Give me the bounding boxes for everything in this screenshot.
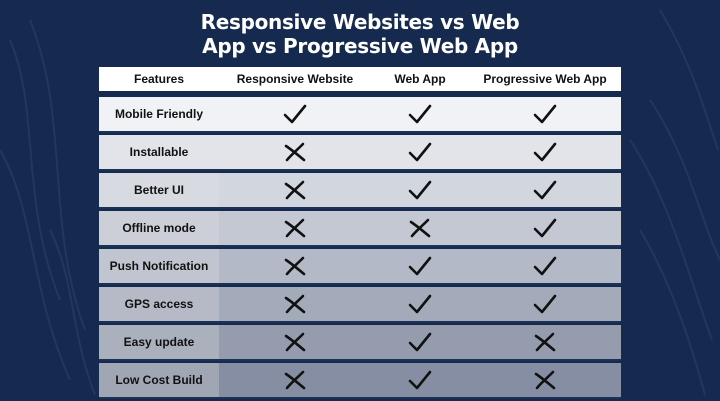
cell-responsive-website: [219, 287, 371, 321]
header-responsive-website: Responsive Website: [236, 72, 354, 86]
table-row: Low Cost Build: [99, 363, 621, 399]
header-features: Features: [133, 72, 185, 86]
feature-label: Installable: [99, 135, 219, 169]
cell-responsive-website: [219, 325, 371, 359]
cross-mark-icon: [282, 331, 308, 353]
cell-web-app: [371, 249, 469, 283]
feature-label: GPS access: [99, 287, 219, 321]
table-row: Better UI: [99, 173, 621, 209]
check-mark-icon: [532, 179, 558, 201]
table-row: Installable: [99, 135, 621, 171]
cell-responsive-website: [219, 249, 371, 283]
page-title: Responsive Websites vs Web App vs Progre…: [0, 10, 720, 58]
cell-progressive-web-app: [469, 249, 621, 283]
cell-progressive-web-app: [469, 97, 621, 131]
table-row: GPS access: [99, 287, 621, 323]
cross-mark-icon: [282, 179, 308, 201]
cell-progressive-web-app: [469, 173, 621, 207]
table-row: Easy update: [99, 325, 621, 361]
cell-web-app: [371, 173, 469, 207]
cross-mark-icon: [282, 293, 308, 315]
cell-responsive-website: [219, 135, 371, 169]
cell-web-app: [371, 287, 469, 321]
table-row: Mobile Friendly: [99, 97, 621, 133]
cross-mark-icon: [282, 141, 308, 163]
title-line-2: App vs Progressive Web App: [202, 34, 518, 58]
feature-label: Mobile Friendly: [99, 97, 219, 131]
check-mark-icon: [407, 331, 433, 353]
table-row: Push Notification: [99, 249, 621, 285]
cell-progressive-web-app: [469, 135, 621, 169]
cross-mark-icon: [282, 369, 308, 391]
check-mark-icon: [407, 293, 433, 315]
cell-progressive-web-app: [469, 287, 621, 321]
cross-mark-icon: [532, 369, 558, 391]
cell-web-app: [371, 363, 469, 397]
cross-mark-icon: [532, 331, 558, 353]
check-mark-icon: [532, 293, 558, 315]
feature-label: Offline mode: [99, 211, 219, 245]
cell-web-app: [371, 97, 469, 131]
cross-mark-icon: [282, 217, 308, 239]
cell-web-app: [371, 135, 469, 169]
table-row: Offline mode: [99, 211, 621, 247]
check-mark-icon: [532, 255, 558, 277]
cell-web-app: [371, 211, 469, 245]
check-mark-icon: [407, 103, 433, 125]
check-mark-icon: [532, 103, 558, 125]
check-mark-icon: [407, 255, 433, 277]
check-mark-icon: [407, 141, 433, 163]
cell-progressive-web-app: [469, 325, 621, 359]
title-line-1: Responsive Websites vs Web: [200, 10, 520, 34]
comparison-table: Features Responsive Website Web App Prog…: [99, 67, 621, 401]
cell-responsive-website: [219, 363, 371, 397]
cross-mark-icon: [407, 217, 433, 239]
header-web-app: Web App: [394, 72, 446, 86]
header-progressive-web-app: Progressive Web App: [483, 72, 607, 86]
cell-web-app: [371, 325, 469, 359]
feature-label: Push Notification: [99, 249, 219, 283]
cell-responsive-website: [219, 97, 371, 131]
table-header: Features Responsive Website Web App Prog…: [99, 67, 621, 91]
cell-progressive-web-app: [469, 363, 621, 397]
cross-mark-icon: [282, 255, 308, 277]
cell-responsive-website: [219, 211, 371, 245]
check-mark-icon: [532, 217, 558, 239]
cell-progressive-web-app: [469, 211, 621, 245]
check-mark-icon: [282, 103, 308, 125]
check-mark-icon: [407, 369, 433, 391]
feature-label: Easy update: [99, 325, 219, 359]
feature-label: Low Cost Build: [99, 363, 219, 397]
check-mark-icon: [407, 179, 433, 201]
check-mark-icon: [532, 141, 558, 163]
cell-responsive-website: [219, 173, 371, 207]
feature-label: Better UI: [99, 173, 219, 207]
